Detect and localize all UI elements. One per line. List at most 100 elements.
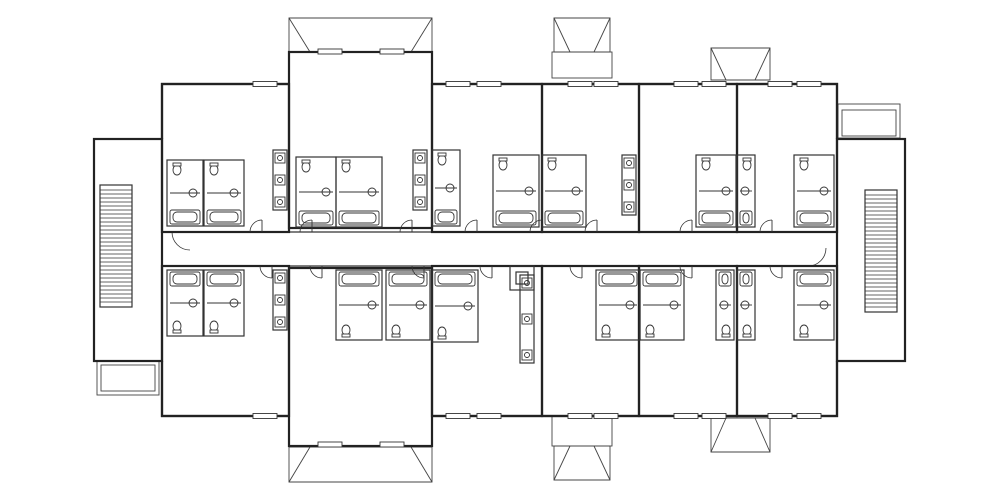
toilet-fixture <box>721 324 731 336</box>
bathtub-fixture <box>206 271 242 287</box>
bathtub-fixture <box>434 209 458 225</box>
kitchen-strip <box>621 154 637 216</box>
balcony-left-lower <box>96 360 160 396</box>
toilet-fixture <box>547 159 557 171</box>
toilet-fixture <box>742 324 752 336</box>
toilet-fixture <box>341 161 351 173</box>
exterior-walls <box>160 82 839 418</box>
bathroom-core <box>166 269 204 337</box>
unit-module <box>637 82 739 234</box>
window <box>567 81 593 87</box>
bathroom-core <box>793 269 835 341</box>
bathtub-fixture <box>298 210 334 226</box>
toilet-fixture <box>601 324 611 336</box>
bathroom-core <box>166 159 204 227</box>
bathtub-fixture <box>206 209 242 225</box>
toilet-fixture <box>799 159 809 171</box>
toilet-fixture <box>301 161 311 173</box>
door-swing <box>479 265 493 279</box>
bathroom-core <box>639 269 685 341</box>
stove-fixture <box>623 201 635 213</box>
bathroom-core <box>335 269 383 341</box>
stove-fixture <box>414 174 426 186</box>
bathtub-fixture <box>495 210 537 226</box>
bathroom-core <box>793 154 835 228</box>
balcony-bottom-left <box>288 446 433 483</box>
door-swing <box>769 265 783 279</box>
bathtub-fixture <box>796 271 832 287</box>
stairwell-right <box>835 137 907 363</box>
door-swing <box>569 265 583 279</box>
bathtub-fixture <box>169 209 201 225</box>
balcony-right-upper <box>837 103 901 139</box>
bathroom-core <box>736 154 756 228</box>
bathroom-core <box>541 154 587 228</box>
unit-module <box>735 264 839 418</box>
door-swing <box>529 219 543 233</box>
door-swing <box>759 219 773 233</box>
bathroom-core <box>431 149 461 227</box>
bathroom-core <box>203 269 245 337</box>
door-swing <box>249 219 263 233</box>
unit-row-top <box>160 82 839 234</box>
unit-module <box>430 264 544 418</box>
bathroom-core <box>736 269 756 341</box>
window <box>593 81 619 87</box>
bathtub-fixture <box>598 271 638 287</box>
bathroom-core <box>385 269 431 341</box>
unit-module <box>637 264 739 418</box>
window <box>767 413 793 419</box>
stove-fixture <box>274 152 286 164</box>
bathroom-core <box>492 154 540 228</box>
bathtub-fixture <box>698 210 734 226</box>
unit-row-bottom <box>160 264 839 418</box>
bathtub-fixture <box>169 271 201 287</box>
door-swing <box>259 265 273 279</box>
window <box>701 413 727 419</box>
bathroom-core <box>715 269 735 341</box>
stove-fixture <box>521 277 533 289</box>
window <box>445 81 471 87</box>
toilet-fixture <box>209 320 219 332</box>
door-swing <box>679 219 693 233</box>
stove-fixture <box>274 316 286 328</box>
bathroom-core <box>695 154 737 228</box>
unit-module <box>540 264 641 418</box>
window <box>673 413 699 419</box>
door-swing <box>464 219 478 233</box>
bathroom-core <box>295 156 337 228</box>
door-swing <box>679 265 693 279</box>
window <box>796 413 822 419</box>
stove-fixture <box>274 174 286 186</box>
stove-fixture <box>414 196 426 208</box>
toilet-fixture <box>437 326 447 338</box>
window <box>476 413 502 419</box>
stove-fixture <box>274 294 286 306</box>
toilet-fixture <box>437 154 447 166</box>
door-swing <box>299 219 313 233</box>
bathtub-fixture <box>338 271 380 287</box>
stove-fixture <box>274 196 286 208</box>
window <box>767 81 793 87</box>
door-swing <box>411 265 425 279</box>
toilet-fixture <box>799 324 809 336</box>
toilet-fixture <box>498 159 508 171</box>
balcony-bottom-right <box>710 417 771 453</box>
balcony-top-left <box>288 17 433 53</box>
bathroom-core <box>595 269 641 341</box>
unit-module <box>160 264 291 418</box>
stove-fixture <box>521 313 533 325</box>
entry-vestibule <box>509 265 535 291</box>
stove-fixture <box>414 152 426 164</box>
window <box>673 81 699 87</box>
balcony-bottom-mid <box>551 415 613 481</box>
window <box>445 413 471 419</box>
door-swing <box>399 219 413 233</box>
large-unit-top <box>287 48 434 230</box>
window <box>701 81 727 87</box>
window <box>593 413 619 419</box>
large-unit-bottom <box>287 266 434 448</box>
window <box>567 413 593 419</box>
kitchen-strip <box>272 149 288 211</box>
kitchen-strip <box>519 274 535 364</box>
